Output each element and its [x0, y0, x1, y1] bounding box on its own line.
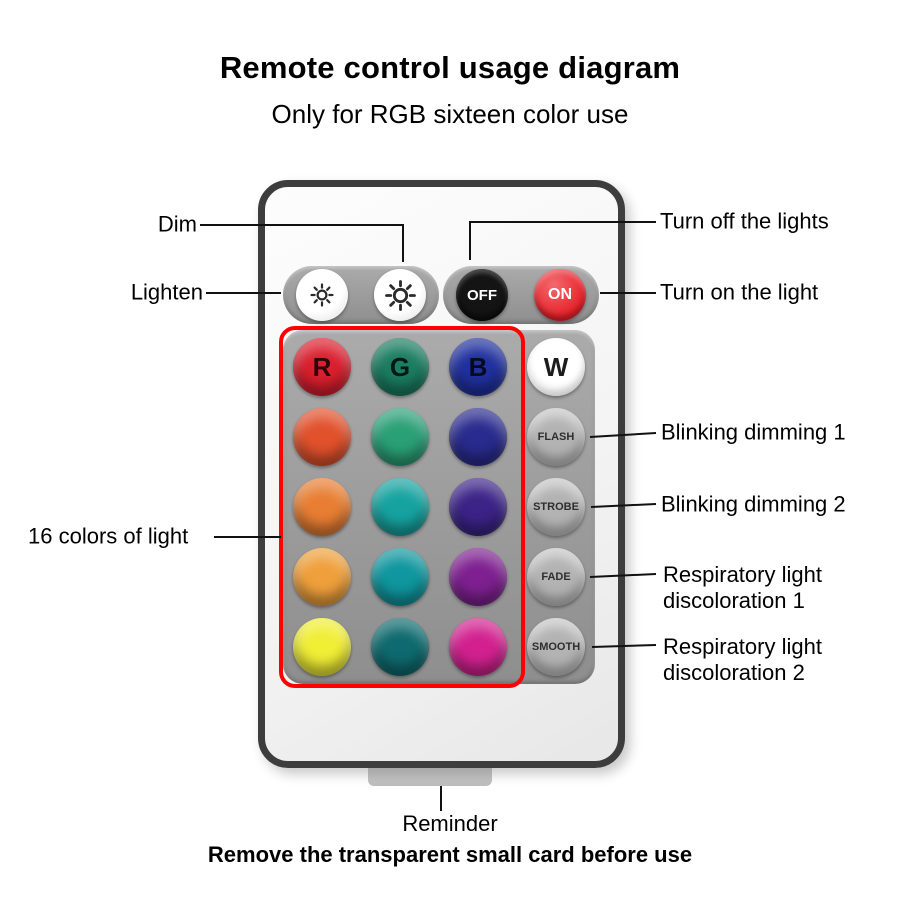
color-button-r1-c2: G [371, 338, 429, 396]
reminder-title: Reminder [402, 811, 498, 836]
label-sixteen-colors: 16 colors of light [28, 523, 189, 549]
color-button-r3-c1 [293, 478, 351, 536]
color-button-r2-c2 [371, 408, 429, 466]
color-grid: R G B W FLASH STROBE FADE SMOOTH [283, 330, 595, 682]
color-grid-panel: R G B W FLASH STROBE FADE SMOOTH [283, 330, 595, 684]
white-button: W [527, 338, 585, 396]
dim-sun-icon [310, 283, 334, 307]
button-label: W [543, 351, 569, 382]
color-button-letter: G [389, 351, 411, 382]
color-button-r3-c2 [371, 478, 429, 536]
color-button-r4-c1 [293, 548, 351, 606]
mode-button-smooth: SMOOTH [527, 618, 585, 676]
label-respiratory-2: Respiratory light discoloration 2 [663, 634, 822, 686]
button-label: STROBE [533, 501, 579, 513]
label-respiratory-2-line2: discoloration 2 [663, 660, 805, 685]
on-button: ON [534, 269, 586, 321]
color-button-r1-c1: R [293, 338, 351, 396]
color-button-r2-c3 [449, 408, 507, 466]
lighten-sun-icon [384, 279, 416, 311]
color-button-r3-c3 [449, 478, 507, 536]
remote-body: OFF ON R G B W FLASH STROBE FADE SMOOTH [258, 180, 625, 768]
mode-button-strobe: STROBE [527, 478, 585, 536]
color-button-r4-c2 [371, 548, 429, 606]
label-respiratory-2-line1: Respiratory light [663, 634, 822, 659]
label-blinking-dimming-1: Blinking dimming 1 [661, 419, 846, 445]
button-label: FADE [541, 571, 571, 583]
color-button-letter: R [312, 351, 332, 382]
label-blinking-dimming-2: Blinking dimming 2 [661, 491, 846, 517]
power-panel: OFF ON [443, 266, 599, 324]
button-label: FLASH [537, 431, 575, 443]
page-subtitle: Only for RGB sixteen color use [271, 99, 629, 129]
color-button-r5-c2 [371, 618, 429, 676]
brightness-panel [283, 266, 439, 324]
label-turn-off: Turn off the lights [660, 208, 829, 234]
color-button-r4-c3 [449, 548, 507, 606]
color-button-r5-c1 [293, 618, 351, 676]
page-title: Remote control usage diagram [219, 50, 681, 85]
color-button-r2-c1 [293, 408, 351, 466]
dim-button [296, 269, 348, 321]
color-button-letter: B [468, 351, 488, 382]
off-button: OFF [456, 269, 508, 321]
color-button-r1-c3: B [449, 338, 507, 396]
button-label: SMOOTH [531, 641, 581, 653]
mode-button-flash: FLASH [527, 408, 585, 466]
label-turn-on: Turn on the light [660, 279, 819, 305]
label-respiratory-1: Respiratory light discoloration 1 [663, 562, 822, 614]
label-respiratory-1-line1: Respiratory light [663, 562, 822, 587]
label-dim: Dim [157, 211, 197, 237]
label-lighten: Lighten [130, 279, 203, 305]
on-label: ON [548, 286, 572, 303]
label-respiratory-1-line2: discoloration 1 [663, 588, 805, 613]
mode-button-fade: FADE [527, 548, 585, 606]
off-label: OFF [467, 286, 497, 304]
lighten-button [374, 269, 426, 321]
color-button-r5-c3 [449, 618, 507, 676]
reminder-note: Remove the transparent small card before… [207, 842, 693, 867]
